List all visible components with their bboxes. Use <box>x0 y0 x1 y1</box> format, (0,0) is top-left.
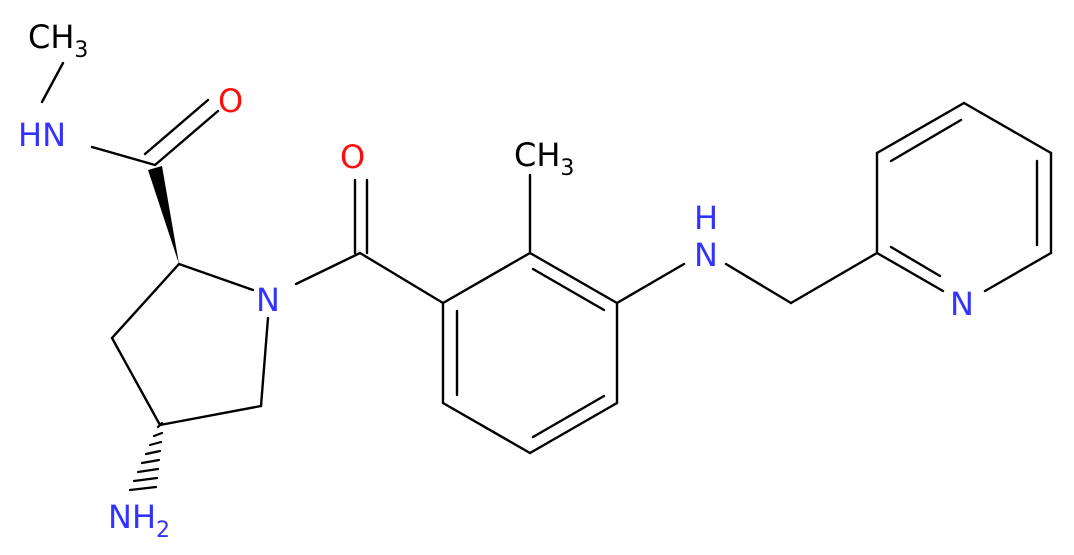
label-n-pyrrolidine: N <box>256 281 280 319</box>
bond-nh-ch2 <box>724 262 793 305</box>
bond-npy-py1-inner <box>889 245 942 278</box>
bond-carbonyl-aryl <box>358 251 445 305</box>
bond-ar3-nh <box>615 262 686 305</box>
bond-npy-py1 <box>875 251 945 293</box>
bonds <box>40 61 1053 492</box>
bond-py3-py4 <box>962 101 1053 155</box>
bond-ar2-ar3-inner <box>531 267 606 312</box>
bond-c4-c5 <box>158 404 263 427</box>
bond-ar4-ar5-inner <box>531 394 606 439</box>
atom-labels: CH3 HN O O CH3 H N N N NH2 <box>18 18 974 543</box>
bond-ar5-ar6 <box>441 401 532 455</box>
label-ch3-methylamide: CH3 <box>28 18 88 63</box>
hash-bond-c4 <box>128 421 164 492</box>
wedge-bond-c2 <box>148 166 179 264</box>
bond-n1-carbonyl-c <box>294 251 362 286</box>
label-h-amine: H <box>694 199 718 237</box>
label-n-pyridine: N <box>950 285 974 323</box>
bond-amide-co-1 <box>153 109 220 167</box>
label-nh2: NH2 <box>108 498 170 543</box>
label-n-amine: N <box>694 236 718 274</box>
bond-ar2-ar3 <box>528 251 619 305</box>
bond-ch2-pyr <box>789 251 879 305</box>
bond-py2-py3 <box>875 101 966 155</box>
bond-amide-co-2 <box>143 98 210 156</box>
label-ch3-aryl: CH3 <box>514 136 574 181</box>
bond-nh-carbonyl-c <box>90 145 157 167</box>
bond-py2-py3-inner <box>889 118 963 163</box>
label-nh-amide: HN <box>18 116 66 154</box>
bond-ar1-ar2 <box>441 251 532 305</box>
label-o-amide: O <box>218 82 243 120</box>
bond-py5-npy <box>983 251 1053 293</box>
bond-c2-c3 <box>110 262 181 340</box>
bond-c3-c4 <box>110 336 162 427</box>
bond-ch3-nh <box>40 61 65 104</box>
bond-ar4-ar5 <box>528 401 619 455</box>
bond-c5-n1 <box>259 316 270 408</box>
label-o-ketone: O <box>340 138 365 176</box>
bond-c2-n1 <box>177 262 255 292</box>
